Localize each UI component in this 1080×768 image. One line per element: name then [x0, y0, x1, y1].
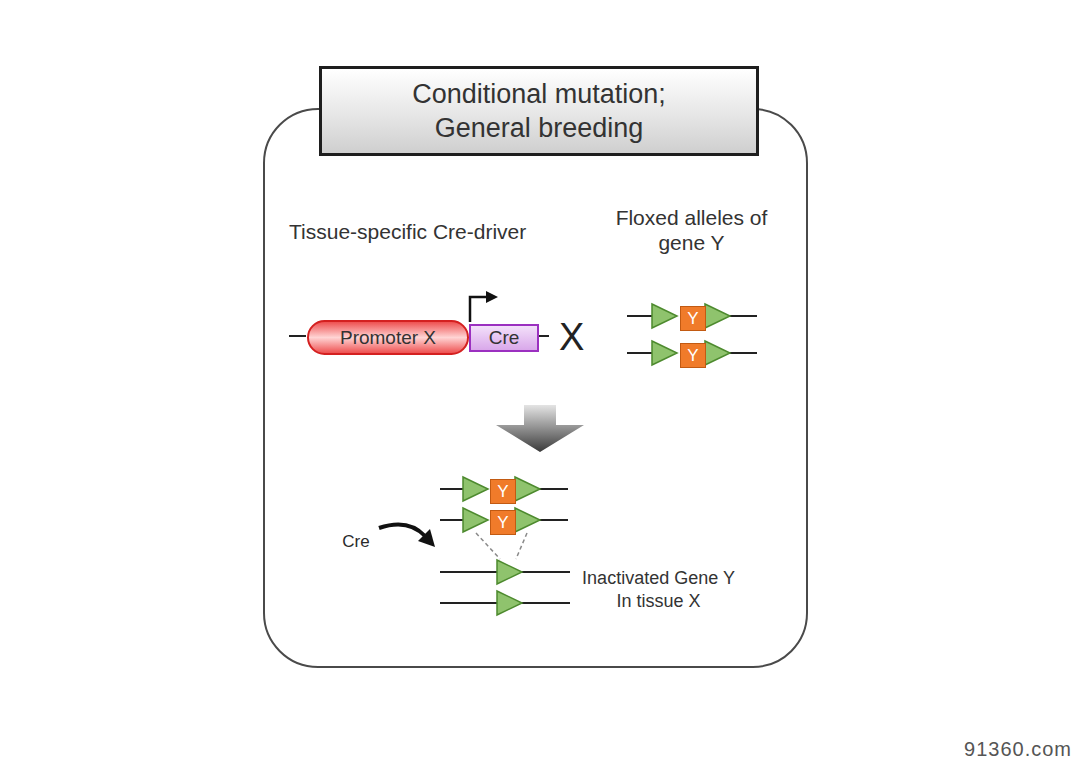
gene-y-box: Y	[490, 479, 516, 504]
node-text: Floxed alleles of gene Y	[604, 205, 779, 255]
result-ellipse: Inactivated Gene Y In tissue X Cre YY	[297, 472, 787, 632]
floxed-ellipse: Floxed alleles of gene YYY	[600, 277, 784, 395]
cre-gene-box: Cre	[469, 324, 539, 352]
node-text: Conditional mutation; General breeding	[319, 66, 759, 156]
node-text: Y	[687, 309, 698, 329]
cross-symbol: X	[559, 316, 584, 359]
node-text: Cre	[489, 327, 520, 349]
node-text: Tissue-specific Cre-driver	[289, 220, 526, 244]
gene-y-box: Y	[680, 306, 706, 331]
gene-y-box: Y	[680, 343, 706, 368]
node-text: Promoter X	[340, 327, 436, 349]
node-text: Y	[497, 482, 508, 502]
ellipse-outline	[297, 472, 787, 632]
node-text: Inactivated Gene Y In tissue X	[577, 567, 740, 613]
node-text: Y	[497, 513, 508, 533]
node-text: Y	[687, 346, 698, 366]
promoter-box: Promoter X	[307, 320, 469, 355]
cre-driver-ellipse: Tissue-specific Cre-driverPromoter XCre	[287, 275, 557, 395]
ellipse-outline	[600, 277, 784, 395]
node-text: Cre	[342, 532, 369, 552]
watermark: 91360.com	[964, 738, 1072, 761]
gene-y-box: Y	[490, 510, 516, 535]
cre-protein: Cre	[332, 507, 380, 577]
panel: Conditional mutation; General breedingTi…	[263, 108, 808, 668]
